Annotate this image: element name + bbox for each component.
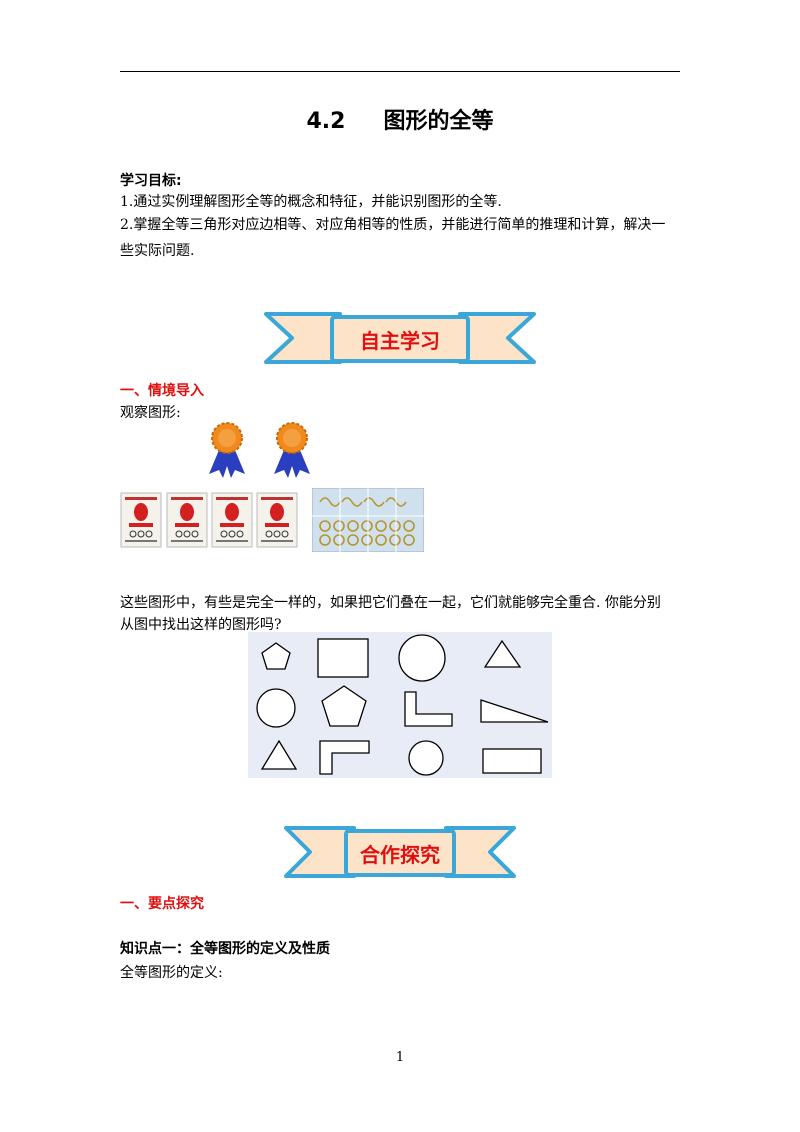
triangle-small-shape bbox=[483, 639, 522, 668]
emblem-stamp-icon bbox=[120, 492, 162, 548]
emblem-stamps-illustration bbox=[120, 492, 298, 548]
knowledge-point-heading: 知识点一：全等图形的定义及性质 bbox=[120, 941, 330, 957]
section-2-heading: 一、要点探究 bbox=[120, 896, 204, 912]
ribbon-banner-graphic bbox=[284, 826, 516, 878]
banner-cooperative-inquiry: 合作探究 bbox=[0, 820, 800, 884]
definition-prompt: 全等图形的定义: bbox=[120, 965, 223, 981]
triangle-shape bbox=[260, 739, 298, 770]
banner-cooperative-inquiry-label: 合作探究 bbox=[360, 843, 440, 867]
medals-illustration bbox=[209, 422, 310, 478]
medal-icon bbox=[209, 422, 245, 478]
shapes-panel bbox=[248, 632, 552, 778]
circle-large-shape bbox=[398, 634, 446, 682]
objective-item-2-line-2: 些实际问题. bbox=[120, 243, 195, 259]
shapes-figure bbox=[256, 634, 549, 776]
observe-prompt: 观察图形: bbox=[120, 405, 181, 421]
page-title: 4.2 图形的全等 bbox=[0, 103, 800, 135]
l-shape bbox=[404, 691, 453, 727]
circle-shape bbox=[256, 688, 296, 728]
medal-icon bbox=[274, 422, 310, 478]
emblem-stamp-icon bbox=[256, 492, 298, 548]
banner-self-study: 自主学习 bbox=[0, 306, 800, 370]
rectangle-shape bbox=[317, 638, 369, 678]
section-1-heading: 一、情境导入 bbox=[120, 383, 204, 399]
paragraph-line-2: 从图中找出这样的图形吗? bbox=[120, 617, 282, 633]
pattern-tiles-illustration bbox=[312, 488, 424, 552]
circle-small-shape bbox=[408, 740, 444, 776]
objective-item-2-line-1: 2.掌握全等三角形对应边相等、对应角相等的性质，并能进行简单的推理和计算，解决一 bbox=[120, 217, 666, 233]
emblem-stamp-icon bbox=[211, 492, 253, 548]
page-number: 1 bbox=[395, 1050, 405, 1065]
title-text: 图形的全等 bbox=[383, 109, 494, 134]
pentagon-shape bbox=[321, 685, 367, 727]
title-number: 4.2 bbox=[306, 109, 346, 134]
pentagon-small-shape bbox=[261, 642, 291, 670]
rectangle-long-shape bbox=[482, 748, 542, 774]
objective-item-1: 1.通过实例理解图形全等的概念和特征，并能识别图形的全等. bbox=[120, 194, 502, 210]
header-rule bbox=[120, 71, 680, 72]
objectives-heading: 学习目标: bbox=[120, 173, 182, 189]
paragraph-line-1: 这些图形中，有些是完全一样的，如果把它们叠在一起，它们就能够完全重合. 你能分别 bbox=[120, 595, 661, 611]
emblem-stamp-icon bbox=[166, 492, 208, 548]
right-triangle-shape bbox=[480, 699, 549, 723]
banner-self-study-label: 自主学习 bbox=[360, 329, 440, 353]
l-shape-rotated bbox=[319, 740, 370, 775]
ribbon-banner-graphic bbox=[264, 312, 536, 364]
